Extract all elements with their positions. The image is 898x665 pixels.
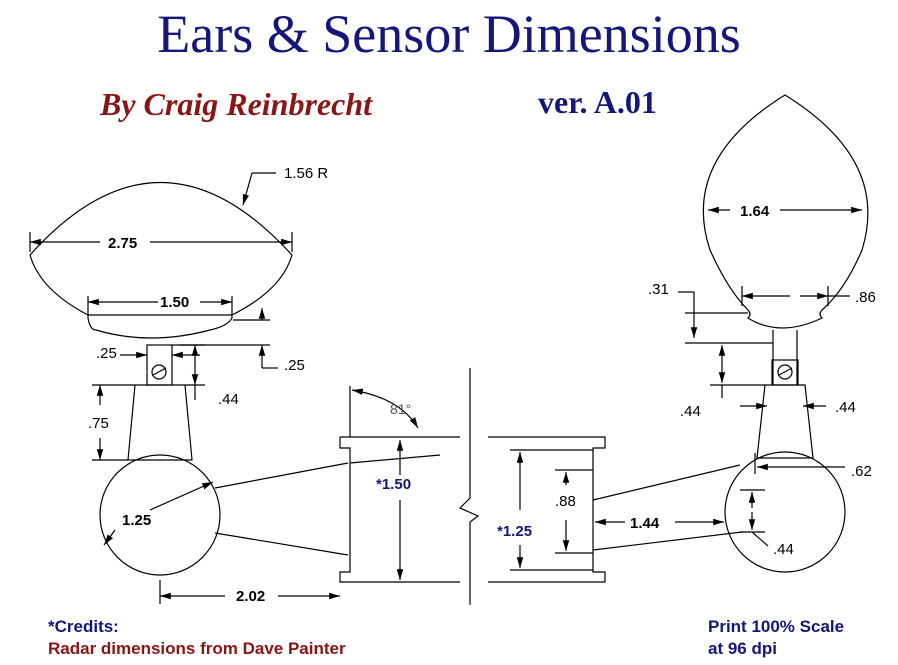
author-line: By Craig Reinbrecht — [100, 86, 373, 122]
credits-heading: *Credits: — [48, 617, 119, 636]
print-instructions-line1: Print 100% Scale — [708, 617, 845, 636]
dim-left-ear-radius: 1.56 R — [284, 165, 328, 182]
dim-left-stem-height: .25 — [284, 357, 305, 374]
dim-radar-inner: *1.25 — [497, 523, 532, 540]
dim-left-ear-width: 2.75 — [108, 235, 137, 252]
dim-right-neck-gap: .31 — [648, 281, 669, 298]
credits-text: Radar dimensions from Dave Painter — [48, 639, 346, 658]
dim-right-ear-width: 1.64 — [740, 203, 770, 220]
page-title: Ears & Sensor Dimensions — [157, 4, 741, 64]
radar-left-half — [339, 436, 460, 583]
radar-right-half — [488, 436, 606, 583]
dim-left-stem-width: .25 — [96, 345, 117, 362]
version-label: ver. A.01 — [538, 84, 657, 120]
dim-radar-gap: .88 — [555, 493, 576, 510]
right-ear — [702, 94, 869, 329]
print-instructions-line2: at 96 dpi — [708, 639, 777, 658]
dim-right-stem-length: .44 — [680, 403, 701, 420]
left-ear — [29, 182, 293, 339]
dim-left-stem-length: .44 — [218, 391, 239, 408]
left-neck — [127, 384, 193, 461]
dim-right-ball-offset: .62 — [851, 463, 872, 480]
right-ball — [724, 451, 846, 573]
dim-left-offset: 2.02 — [236, 588, 265, 605]
dim-left-ear-base-width: 1.50 — [160, 294, 189, 311]
right-stem — [771, 330, 799, 386]
dim-left-neck-height: .75 — [88, 415, 109, 432]
left-ball — [99, 454, 221, 576]
dim-left-ball: 1.25 — [122, 512, 151, 529]
dim-angle: 81° — [390, 401, 411, 417]
dim-radar-outer: *1.50 — [376, 476, 411, 493]
dim-right-ball-gap: .44 — [773, 541, 794, 558]
left-stem — [146, 344, 173, 386]
right-neck — [756, 384, 814, 459]
dim-right-neck-width: .86 — [855, 289, 876, 306]
dim-right-stem-width: .44 — [835, 399, 856, 416]
dim-right-offset: 1.44 — [630, 515, 660, 532]
